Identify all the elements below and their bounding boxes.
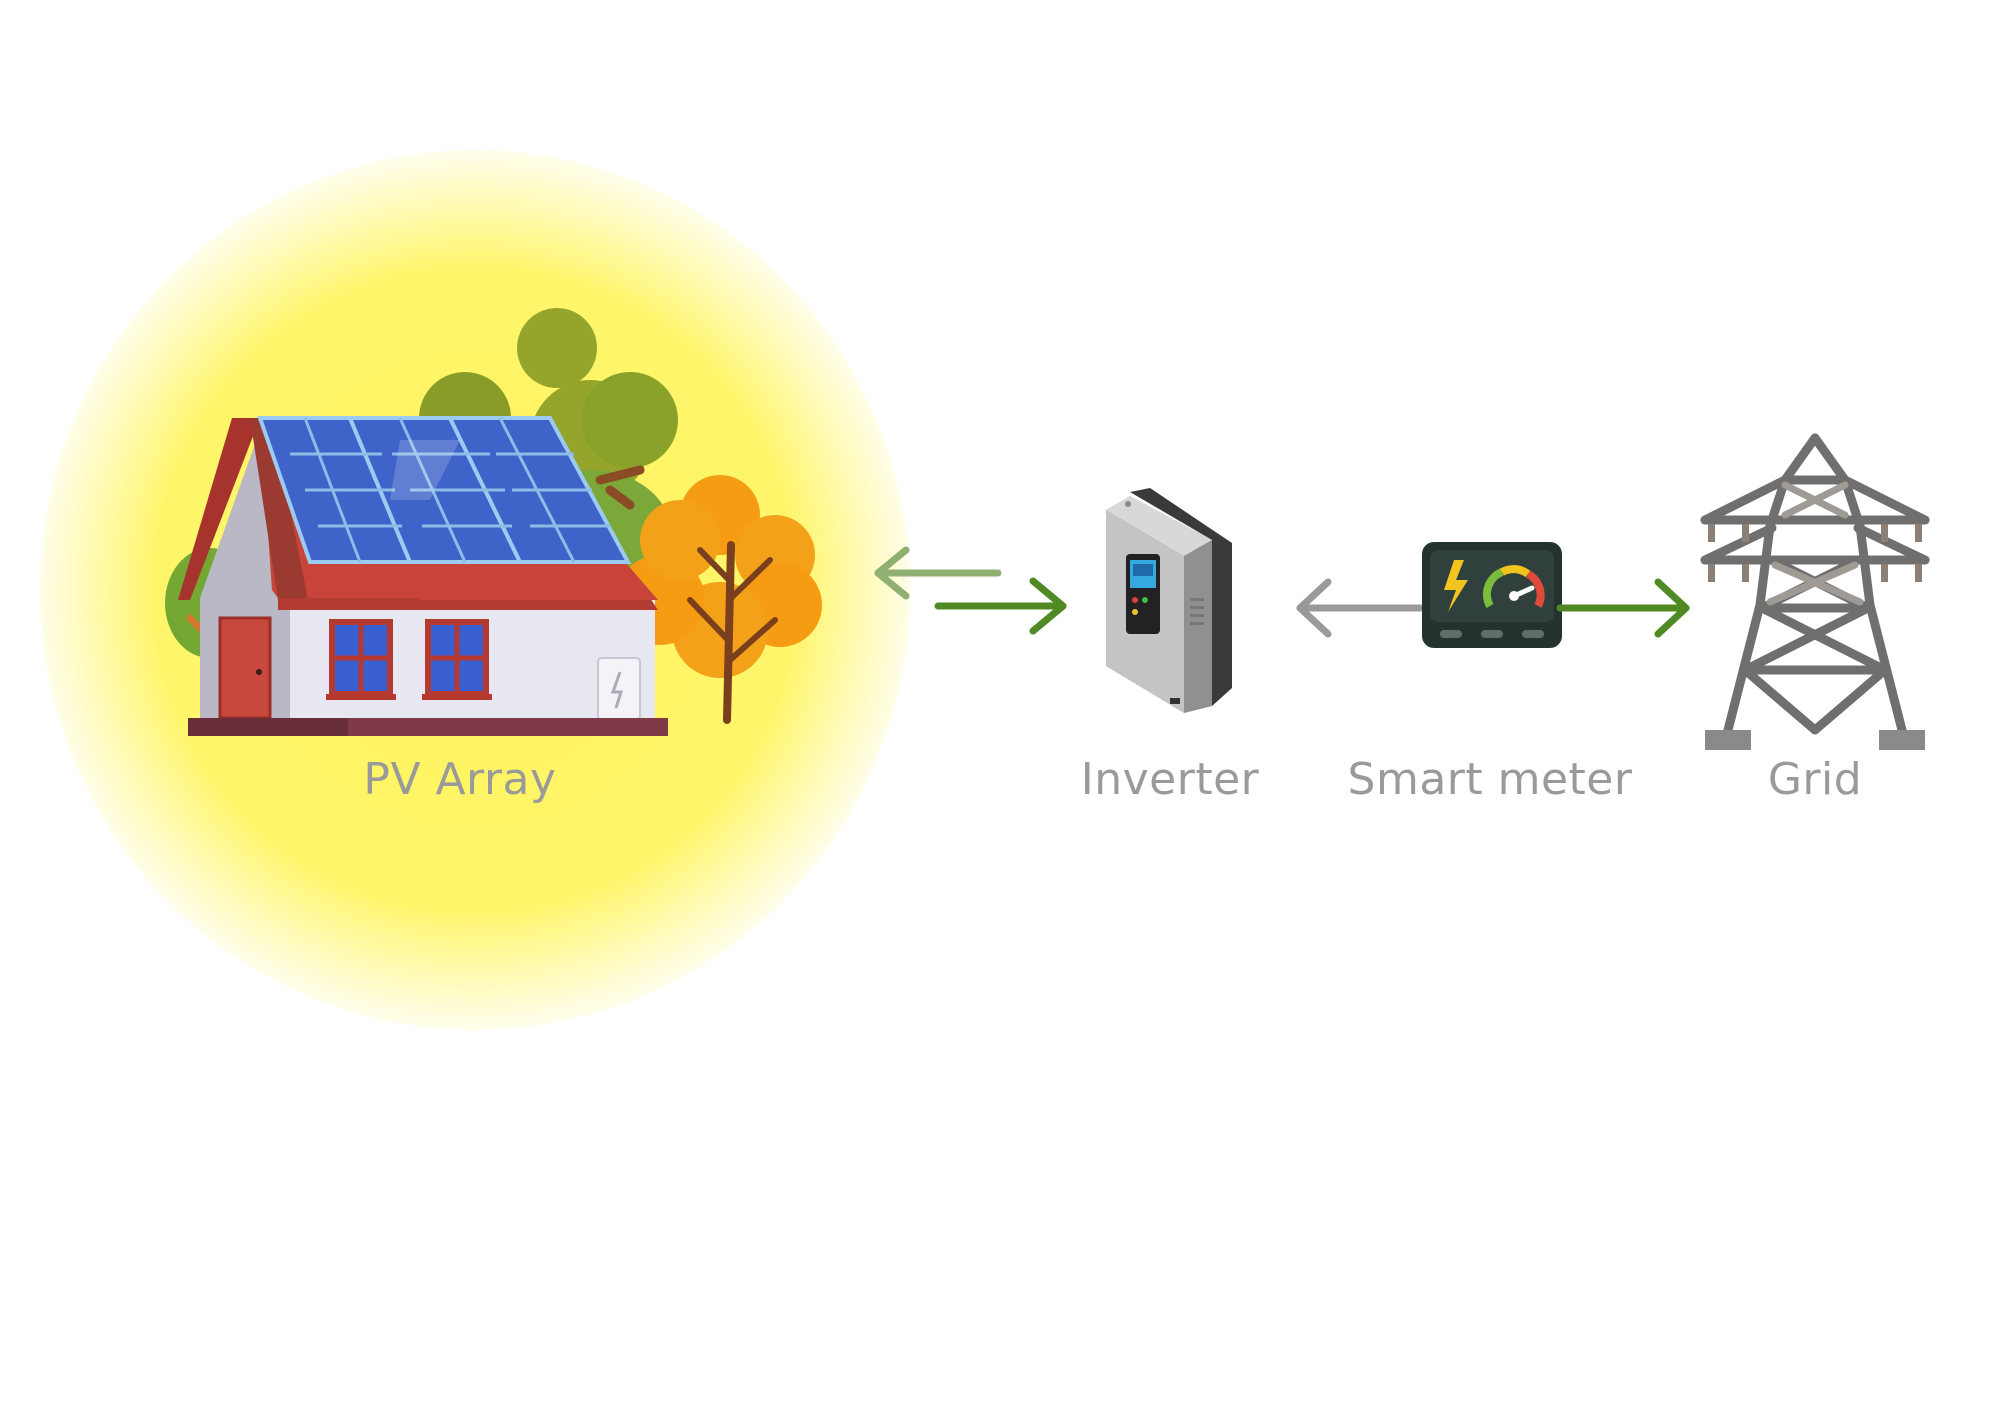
arrow-meter-to-inverter (1296, 578, 1424, 638)
arrow-meter-to-grid (1556, 578, 1690, 638)
smart-meter-icon (1422, 542, 1562, 648)
inverter-node (1100, 488, 1240, 718)
pv-array-node (160, 300, 860, 760)
inverter-label: Inverter (1080, 754, 1260, 805)
arrow-pv-inverter (874, 546, 1067, 635)
grid-label: Grid (1767, 754, 1863, 805)
house-solar-icon (165, 308, 822, 736)
smart-meter-label: Smart meter (1347, 754, 1633, 805)
pv-array-label: PV Array (363, 754, 557, 805)
grid-node (1700, 430, 1930, 760)
smart-meter-node (1420, 540, 1564, 650)
inverter-icon (1106, 488, 1232, 713)
arrow-to-inverter (934, 577, 1067, 635)
arrow-to-pv (874, 546, 1002, 600)
transmission-tower-icon (1700, 433, 1930, 750)
